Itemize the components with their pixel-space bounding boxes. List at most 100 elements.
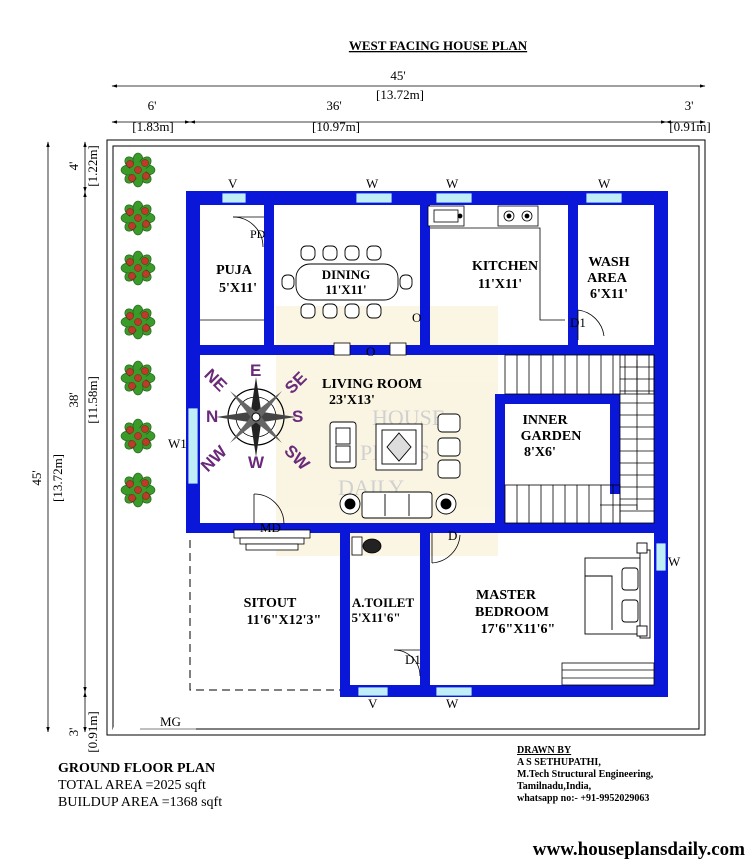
author-qualification: M.Tech Structural Engineering, xyxy=(517,769,654,780)
walls xyxy=(186,191,668,697)
room-master-size: 17'6"X11'6" xyxy=(481,622,556,637)
label-window-w1: W1 xyxy=(168,436,187,451)
buildup-area: BUILDUP AREA =1368 sqft xyxy=(58,795,222,810)
compass-w: W xyxy=(248,453,265,472)
living-opening xyxy=(333,342,407,356)
label-md: MD xyxy=(260,520,281,535)
room-master-name2: BEDROOM xyxy=(475,605,549,620)
author-name: A S SETHUPATHI, xyxy=(517,757,601,768)
dim-left-overall-m: [13.72m] xyxy=(50,454,65,502)
label-window-v-top: V xyxy=(228,176,238,191)
compass-s: S xyxy=(292,407,303,426)
plan-name: GROUND FLOOR PLAN xyxy=(58,761,215,776)
drawn-by-heading: DRAWN BY xyxy=(517,745,572,756)
dim-top-right-ft: 3' xyxy=(685,98,694,113)
label-pd: PD xyxy=(250,227,266,241)
room-toilet-name: A.TOILET xyxy=(352,595,415,610)
room-dining-name: DINING xyxy=(322,267,370,282)
label-window-w-top-2: W xyxy=(446,176,459,191)
author-contact: whatsapp no:- +91-9952029063 xyxy=(517,793,649,804)
label-d1-toilet: D1 xyxy=(405,652,421,667)
label-window-w-top-3: W xyxy=(598,176,611,191)
shrub-icon xyxy=(120,360,156,396)
shrubs xyxy=(120,152,156,508)
top-dimensions xyxy=(111,84,706,124)
room-living-size: 23'X13' xyxy=(329,393,375,408)
room-puja-name: PUJA xyxy=(216,263,253,278)
dim-top-left-m: [1.83m] xyxy=(132,119,174,134)
windows xyxy=(187,192,667,697)
chair-icon xyxy=(300,303,316,319)
main-door xyxy=(233,493,311,551)
room-dining-size: 11'X11' xyxy=(325,282,366,297)
dim-top-mid-ft: 36' xyxy=(326,98,341,113)
chair-icon xyxy=(344,245,360,261)
room-kitchen-size: 11'X11' xyxy=(478,277,522,292)
chair-icon xyxy=(399,274,413,290)
total-area: TOTAL AREA =2025 sqft xyxy=(58,778,206,793)
dim-top-left-ft: 6' xyxy=(148,98,157,113)
chair-icon xyxy=(344,303,360,319)
dining-table xyxy=(281,245,413,319)
puja-details xyxy=(200,216,264,321)
shrub-icon xyxy=(120,250,156,286)
shrub-icon xyxy=(120,200,156,236)
compass-rose-icon xyxy=(216,377,296,457)
chair-icon xyxy=(322,303,338,319)
website-url: www.houseplansdaily.com xyxy=(533,839,745,860)
label-opening-kitchen: O xyxy=(412,310,421,325)
sitout-dashed-outline xyxy=(189,540,340,691)
dim-left-overall-ft: 45' xyxy=(29,470,44,485)
compass-nw: NW xyxy=(197,441,231,475)
plot-boundary xyxy=(106,139,706,736)
room-garden-name2: GARDEN xyxy=(521,429,582,444)
label-mg: MG xyxy=(160,714,181,729)
chair-icon xyxy=(366,303,382,319)
dim-left-mid-ft: 38' xyxy=(66,392,81,407)
wash-door xyxy=(577,309,605,340)
room-kitchen-name: KITCHEN xyxy=(472,259,538,274)
dim-overall-top-ft: 45' xyxy=(390,68,405,83)
kitchen-counter xyxy=(427,205,565,321)
chair-icon xyxy=(322,245,338,261)
chair-icon xyxy=(366,245,382,261)
room-living-name: LIVING ROOM xyxy=(322,377,422,392)
label-window-w-right: W xyxy=(668,554,681,569)
author-location: Tamilnadu,India, xyxy=(517,781,592,792)
label-window-w-bottom: W xyxy=(446,696,459,711)
chair-icon xyxy=(300,245,316,261)
compass-n: N xyxy=(206,407,218,426)
shrub-icon xyxy=(120,152,156,188)
compass-e: E xyxy=(250,361,261,380)
left-dimensions xyxy=(46,141,87,733)
room-labels: PUJA 5'X11' DINING 11'X11' KITCHEN 11'X1… xyxy=(216,255,630,637)
shrub-icon xyxy=(120,472,156,508)
master-bed xyxy=(584,542,651,639)
label-d1-wash: D1 xyxy=(570,315,586,330)
dim-top-right-m: [0.91m] xyxy=(669,119,711,134)
dim-overall-top-m: [13.72m] xyxy=(376,87,424,102)
room-master-name: MASTER xyxy=(476,588,537,603)
dim-top-mid-m: [10.97m] xyxy=(312,119,360,134)
room-wash-name2: AREA xyxy=(587,271,628,286)
room-sitout-size: 11'6"X12'3" xyxy=(247,613,322,628)
living-furniture xyxy=(329,413,461,519)
dim-left-top-ft: 4' xyxy=(66,162,81,171)
wardrobe xyxy=(561,662,655,686)
label-window-w-top-1: W xyxy=(366,176,379,191)
dim-left-bottom-m: [0.91m] xyxy=(85,711,100,753)
staircase xyxy=(504,354,655,524)
room-sitout-name: SITOUT xyxy=(244,596,297,611)
dim-left-mid-m: [11.58m] xyxy=(85,376,100,424)
shrub-icon xyxy=(120,418,156,454)
label-opening-living: O xyxy=(366,344,375,359)
dim-left-bottom-ft: 3' xyxy=(66,728,81,737)
room-wash-name: WASH xyxy=(588,255,629,270)
room-wash-size: 6'X11' xyxy=(590,287,628,302)
room-toilet-size: 5'X11'6" xyxy=(351,610,400,625)
bedroom-door xyxy=(431,533,461,564)
room-garden-size: 8'X6' xyxy=(524,445,556,460)
room-garden-name: INNER xyxy=(522,413,568,428)
label-window-v-bottom: V xyxy=(368,696,378,711)
shrub-icon xyxy=(120,304,156,340)
